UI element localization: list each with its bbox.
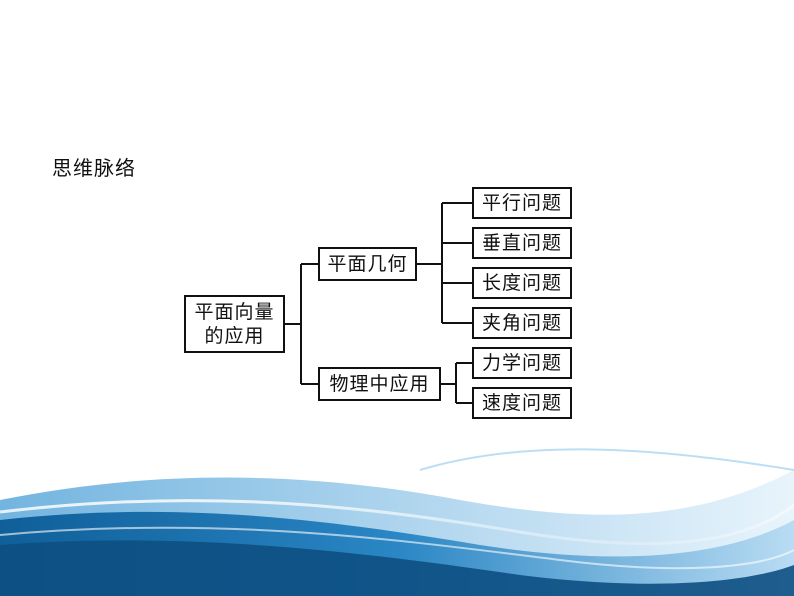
- leaf-node-mechanics: 力学问题: [472, 347, 572, 379]
- root-node-line2: 的应用: [204, 325, 265, 347]
- leaf-node-parallel: 平行问题: [472, 187, 572, 219]
- branch-node-physics: 物理中应用: [318, 367, 441, 401]
- leaf-node-perpendicular: 垂直问题: [472, 227, 572, 259]
- leaf-node-angle: 夹角问题: [472, 307, 572, 339]
- leaf-node-velocity: 速度问题: [472, 387, 572, 419]
- branch-node-geometry: 平面几何: [318, 247, 417, 281]
- root-node-line1: 平面向量: [194, 301, 275, 323]
- root-node: 平面向量 的应用: [184, 295, 285, 353]
- section-title: 思维脉络: [52, 156, 136, 180]
- leaf-node-length: 长度问题: [472, 267, 572, 299]
